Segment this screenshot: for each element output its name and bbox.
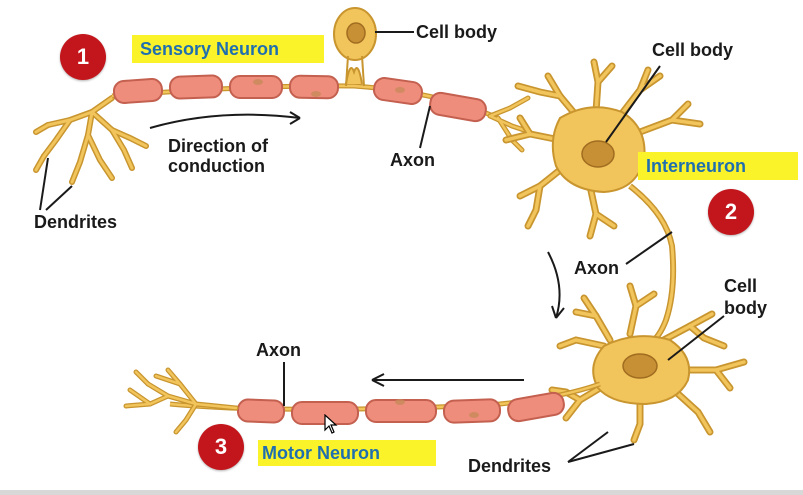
direction-arrows (149, 111, 565, 387)
direction-label-line2: conduction (168, 156, 265, 176)
motor-dendrites-leader-b (567, 443, 635, 463)
interneuron (502, 58, 704, 347)
sensory-dendrites-leader-b (45, 185, 73, 211)
sensory-axon-leader (419, 105, 431, 149)
sensory-direction-arrow (149, 113, 301, 129)
motor-axon-label: Axon (256, 340, 301, 360)
interneuron-axon-label: Axon (574, 258, 619, 278)
interneuron-axon-leader (625, 231, 673, 265)
motor-cell-body-label-line1: Cell (724, 276, 758, 296)
sensory-neuron (33, 7, 533, 185)
interneuron-cell-body-label: Cell body (652, 40, 734, 60)
motor-myelin-sheath (236, 391, 565, 425)
sensory-myelin-sheath (112, 74, 487, 123)
leader-lines (39, 31, 725, 463)
sensory-axon-label: Axon (390, 150, 435, 170)
motor-badge: 3 (198, 424, 244, 470)
sensory-neuron-title: Sensory Neuron (140, 39, 280, 59)
interneuron-direction-arrow (547, 251, 561, 319)
sensory-dendrites-label: Dendrites (34, 212, 118, 232)
motor-neuron (123, 282, 748, 444)
motor-dendrites-leader-a (567, 431, 609, 463)
interneuron-cell-body-leader (605, 65, 661, 143)
neuron-drawings (33, 7, 748, 444)
motor-cell-body-leader (667, 315, 725, 361)
motor-dendrites-label: Dendrites (468, 456, 552, 476)
sensory-title-highlight: Sensory Neuron (132, 35, 324, 63)
motor-title-highlight: Motor Neuron (258, 440, 436, 466)
sensory-dendrites-leader-a (39, 157, 49, 211)
interneuron-title: Interneuron (646, 156, 747, 176)
bottom-divider (0, 490, 803, 495)
interneuron-badge: 2 (708, 189, 754, 235)
mouse-cursor-icon (324, 414, 338, 434)
interneuron-title-highlight: Interneuron (638, 152, 798, 180)
motor-cell-body-label-line2: body (724, 298, 767, 318)
motor-neuron-title: Motor Neuron (262, 443, 380, 463)
direction-label-line1: Direction of (168, 136, 269, 156)
sensory-badge: 1 (60, 34, 106, 80)
sensory-cell-body-label: Cell body (416, 22, 498, 42)
